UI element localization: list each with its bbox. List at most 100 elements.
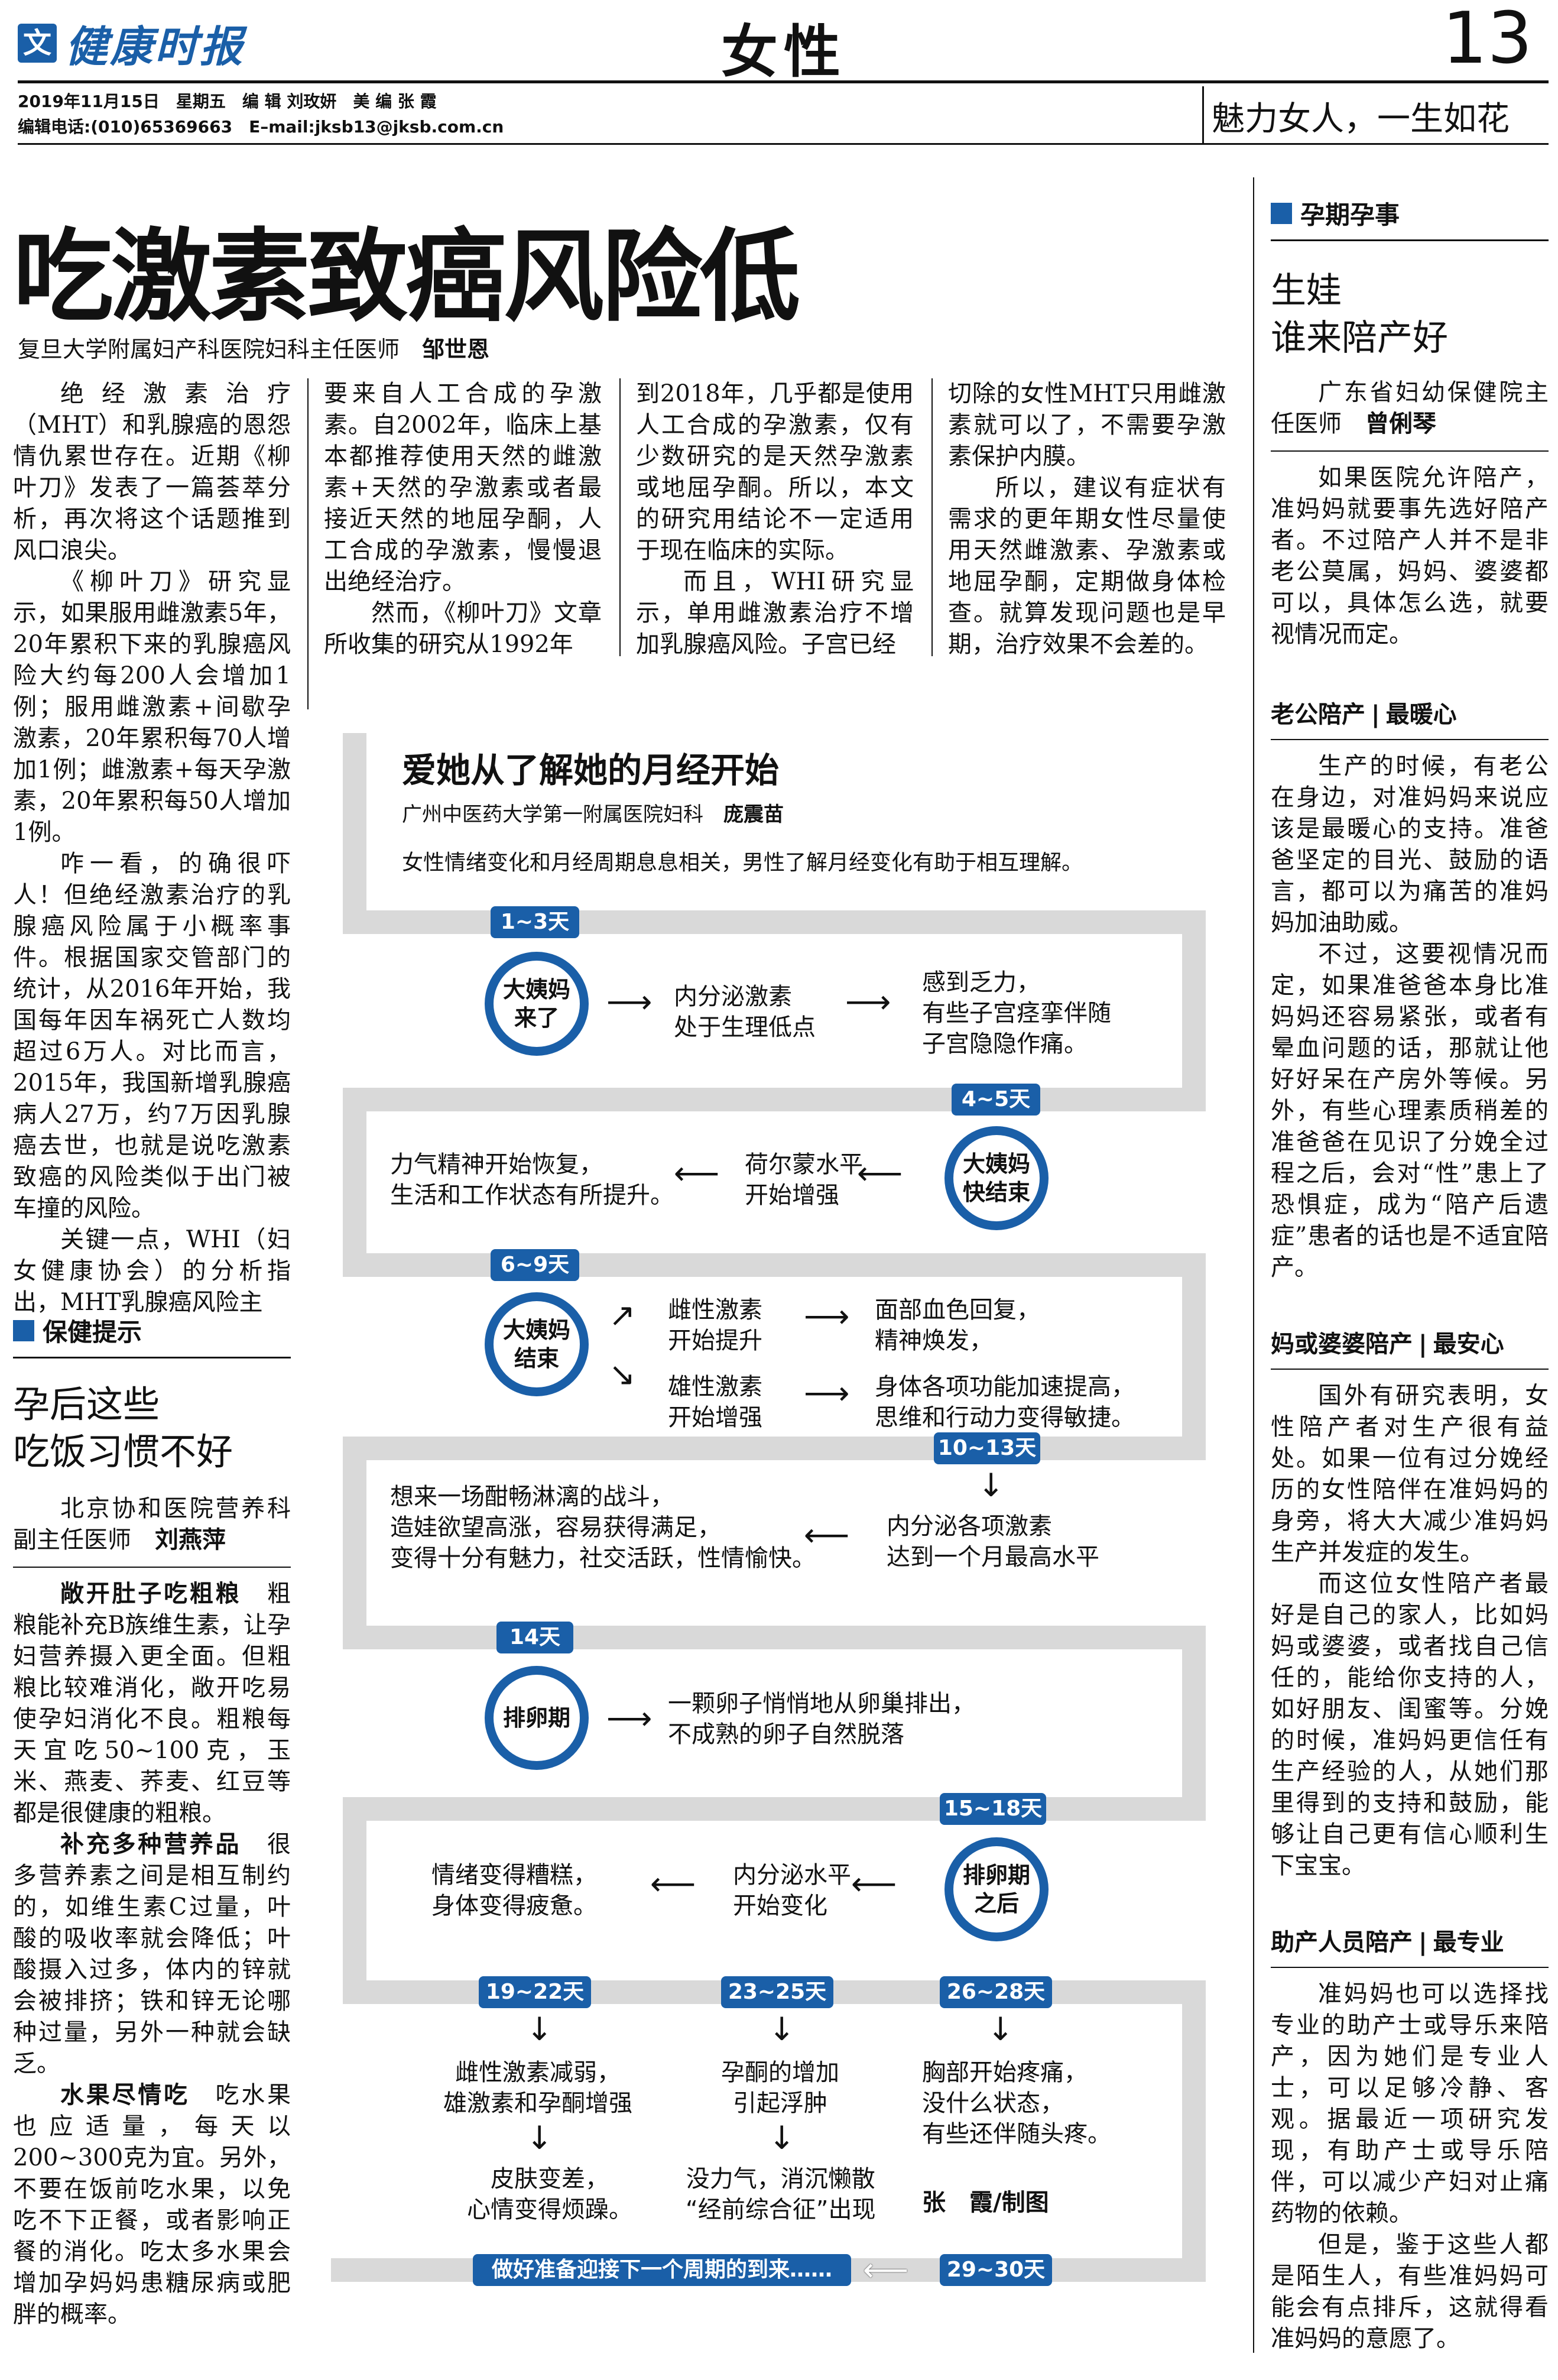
main-col-3: 到2018年，几乎都是使用人工合成的孕激素，仅有少数研究的是天然孕激素或地屈孕酮… bbox=[636, 378, 914, 660]
stage-period-ending: 大姨妈 快结束 bbox=[944, 1126, 1049, 1230]
stage-text: 一颗卵子悄悄地从卵巢排出， 不成熟的卵子自然脱落 bbox=[668, 1690, 975, 1748]
flow-band bbox=[343, 1088, 366, 1277]
main-paragraph: 切除的女性MHT只用雌激素就可以了，不需要孕激素保护内膜。 bbox=[948, 380, 1226, 470]
main-paragraph: 绝经激素治疗（MHT）和乳腺癌的恩怨情仇累世存在。近期《柳叶刀》发表了一篇荟萃分… bbox=[13, 380, 291, 564]
column-rule bbox=[1253, 177, 1254, 2353]
column-rule bbox=[619, 378, 621, 656]
flow-band bbox=[343, 1626, 1206, 1649]
main-paragraph: 到2018年，几乎都是使用人工合成的孕激素，仅有少数研究的是天然孕激素或地屈孕酮… bbox=[636, 380, 914, 564]
right-arrow-icon: ⟶ bbox=[804, 1298, 850, 1335]
flow-band bbox=[1182, 1626, 1206, 1821]
stage-text: 面部血色回复， 精神焕发， bbox=[875, 1296, 1040, 1354]
stage-text: 孕酮的增加 引起浮肿 bbox=[721, 2059, 839, 2117]
masthead-logo: 文 健康时报 bbox=[18, 12, 245, 74]
stage-text: 情绪变得糟糕， 身体变得疲惫。 bbox=[431, 1862, 597, 1919]
left-arrow-icon: ⟵ bbox=[857, 1155, 903, 1192]
stage-text: 荷尔蒙水平 开始增强 bbox=[745, 1151, 863, 1209]
stage-text: 内分泌激素 处于生理低点 bbox=[674, 983, 816, 1041]
day-pill-14: 14天 bbox=[496, 1622, 573, 1653]
flow-band bbox=[1182, 1980, 1206, 2282]
day-pill-26-28: 26~28天 bbox=[940, 1976, 1052, 2008]
column-rule bbox=[931, 378, 933, 656]
stage-period-end: 大姨妈 结束 bbox=[485, 1292, 589, 1396]
sidebar-subhead-husband: 老公陪产|最暖心 bbox=[1271, 701, 1457, 728]
stage-text: 雄性激素 开始增强 bbox=[668, 1373, 762, 1431]
column-rule bbox=[307, 378, 309, 709]
page-number: 13 bbox=[1442, 0, 1533, 80]
main-paragraph: 要来自人工合成的孕激素。自2002年，临床上基本都推荐使用天然的雌激素+天然的孕… bbox=[324, 380, 602, 595]
sidebar: 孕期孕事 生娃 谁来陪产好 广东省妇幼保健院主任医师 曾俐琴 如果医院允许陪产，… bbox=[1271, 195, 1549, 2355]
stage-ovulation: 排卵期 bbox=[485, 1666, 589, 1770]
infographic-intro: 女性情绪变化和月经周期息息相关，男性了解月经变化有助于相互理解。 bbox=[402, 851, 1083, 875]
infographic: 爱她从了解她的月经开始 广州中医药大学第一附属医院妇科 庞震苗 女性情绪变化和月… bbox=[331, 733, 1229, 2306]
dateline: 2019年11月15日 星期五 编 辑 刘玫妍 美 编 张 霞 bbox=[18, 92, 437, 111]
right-arrow-icon: ⟶ bbox=[606, 1700, 653, 1737]
left-arrow-icon: ⟵ bbox=[863, 2251, 909, 2288]
stage-text: 想来一场酣畅淋漓的战斗， 造娃欲望高涨，容易获得满足， 变得十分有魅力，社交活跃… bbox=[390, 1483, 816, 1572]
main-byline-name: 邹世恩 bbox=[422, 336, 490, 362]
flow-band bbox=[343, 1797, 1206, 1821]
right-arrow-icon: ⟶ bbox=[845, 983, 891, 1020]
down-arrow-icon: ↓ bbox=[768, 2119, 796, 2157]
sidebar-divider bbox=[1271, 739, 1549, 740]
health-tips-section-label: 保健提示 bbox=[13, 1312, 291, 1348]
masthead-rule-vertical bbox=[1202, 86, 1204, 143]
left-arrow-icon: ⟵ bbox=[674, 1155, 720, 1192]
main-paragraph: 而且，WHI研究显示，单用雌激素治疗不增加乳腺癌风险。子宫已经 bbox=[636, 568, 914, 658]
day-pill-10-13: 10~13天 bbox=[934, 1432, 1040, 1464]
sidebar-divider bbox=[1271, 450, 1549, 452]
main-paragraph: 所以，建议有症状有需求的更年期女性尽量使用天然雌激素、孕激素或地屈孕酮，定期做身… bbox=[948, 474, 1226, 658]
tip-paragraph: 补充多种营养品 很多营养素之间是相互制约的，如维生素C过量，叶酸的吸收率就会降低… bbox=[13, 1831, 291, 2077]
logo-text: 健康时报 bbox=[65, 22, 245, 72]
tip-paragraph: 敞开肚子吃粗粮 粗粮能补充B族维生素，让孕妇营养摄入更全面。但粗粮比较难消化，敞… bbox=[13, 1580, 291, 1827]
stage-text: 内分泌各项激素 达到一个月最高水平 bbox=[887, 1513, 1099, 1571]
masthead-rule-bottom bbox=[18, 143, 1549, 145]
logo-mark-icon: 文 bbox=[18, 23, 57, 63]
contact-line: 编辑电话:(010)65369663 E–mail:jksb13@jksb.co… bbox=[18, 117, 504, 137]
sidebar-paragraph: 生产的时候，有老公在身边，对准妈妈来说应该是最暖心的支持。准爸爸坚定的目光、鼓励… bbox=[1271, 753, 1549, 936]
main-paragraph: 关键一点，WHI（妇女健康协会）的分析指出，MHT乳腺癌风险主 bbox=[13, 1226, 291, 1316]
down-arrow-icon: ↓ bbox=[768, 2011, 796, 2048]
health-tips-body: 敞开肚子吃粗粮 粗粮能补充B族维生素，让孕妇营养摄入更全面。但粗粮比较难消化，敞… bbox=[13, 1578, 291, 2330]
right-arrow-icon: ⟶ bbox=[606, 983, 653, 1020]
sidebar-author: 广东省妇幼保健院主任医师 曾俐琴 bbox=[1271, 379, 1549, 437]
day-pill-6-9: 6~9天 bbox=[491, 1249, 579, 1281]
day-pill-1-3: 1~3天 bbox=[491, 906, 579, 938]
main-byline-title: 复旦大学附属妇产科医院妇科主任医师 bbox=[18, 336, 423, 362]
main-col-2: 要来自人工合成的孕激素。自2002年，临床上基本都推荐使用天然的雌激素+天然的孕… bbox=[324, 378, 602, 660]
down-arrow-icon: ↓ bbox=[978, 1467, 1005, 1504]
next-cycle-pill: 做好准备迎接下一个周期的到来…… bbox=[473, 2254, 851, 2286]
sidebar-paragraph: 不过，这要视情况而定，如果准爸爸本身比准妈妈还容易紧张，或者有晕血问题的话，那就… bbox=[1271, 941, 1549, 1281]
infographic-credit: 张 霞/制图 bbox=[922, 2189, 1049, 2216]
stage-text: 皮肤变差， 心情变得烦躁。 bbox=[467, 2165, 632, 2223]
flow-band bbox=[343, 1437, 366, 1649]
flow-band bbox=[343, 910, 1206, 934]
main-byline: 复旦大学附属妇产科医院妇科主任医师 邹世恩 bbox=[18, 331, 489, 364]
main-paragraph: 《柳叶刀》研究显示，如果服用雌激素5年，20年累积下来的乳腺癌风险大约每200人… bbox=[13, 568, 291, 846]
health-tips-author: 北京协和医院营养科副主任医师 刘燕萍 bbox=[13, 1495, 291, 1554]
down-right-arrow-icon: ↘ bbox=[609, 1356, 636, 1393]
stage-text: 雌性激素减弱， 雄激素和孕酮增强 bbox=[443, 2059, 632, 2117]
sidebar-title: 生娃 谁来陪产好 bbox=[1271, 270, 1448, 359]
stage-text: 胸部开始疼痛， 没什么状态， 有些还伴随头疼。 bbox=[922, 2059, 1111, 2148]
day-pill-23-25: 23~25天 bbox=[721, 1976, 833, 2008]
section-square-icon bbox=[1271, 202, 1292, 224]
left-arrow-icon: ⟵ bbox=[851, 1865, 897, 1902]
sidebar-paragraph: 但是，鉴于这些人都是陌生人，有些准妈妈可能会有点排斥，这就得看准妈妈的意愿了。 bbox=[1271, 2231, 1549, 2352]
sidebar-rule bbox=[1271, 239, 1549, 241]
flow-band bbox=[343, 1797, 366, 2004]
day-pill-4-5: 4~5天 bbox=[952, 1084, 1040, 1116]
sidebar-paragraph: 准妈妈也可以选择找专业的助产士或导乐来陪产，因为她们是专业人士，可以足够冷静、客… bbox=[1271, 1980, 1549, 2227]
main-paragraph: 咋一看，的确很吓人！但绝经激素治疗的乳腺癌风险属于小概率事件。根据国家交管部门的… bbox=[13, 850, 291, 1222]
sidebar-section-label: 孕期孕事 bbox=[1271, 195, 1549, 231]
slogan: 魅力女人，一生如花 bbox=[1212, 100, 1510, 138]
stage-text: 没力气，消沉懒散 “经前综合征”出现 bbox=[686, 2165, 876, 2223]
sidebar-paragraph: 如果医院允许陪产，准妈妈就要事先选好陪产者。不过陪产人并不是非老公莫属，妈妈、婆… bbox=[1271, 464, 1549, 648]
health-tips-rule bbox=[13, 1357, 291, 1358]
up-right-arrow-icon: ↗ bbox=[609, 1296, 636, 1334]
stage-text: 感到乏力， 有些子宫痉挛伴随 子宫隐隐作痛。 bbox=[922, 969, 1111, 1058]
day-pill-29-30: 29~30天 bbox=[940, 2254, 1052, 2286]
left-arrow-icon: ⟵ bbox=[804, 1516, 850, 1554]
section-title: 女性 bbox=[721, 19, 846, 85]
sidebar-paragraph: 而这位女性陪产者最好是自己的家人，比如妈妈或婆婆，或者找自己信任的，能给你支持的… bbox=[1271, 1570, 1549, 1879]
